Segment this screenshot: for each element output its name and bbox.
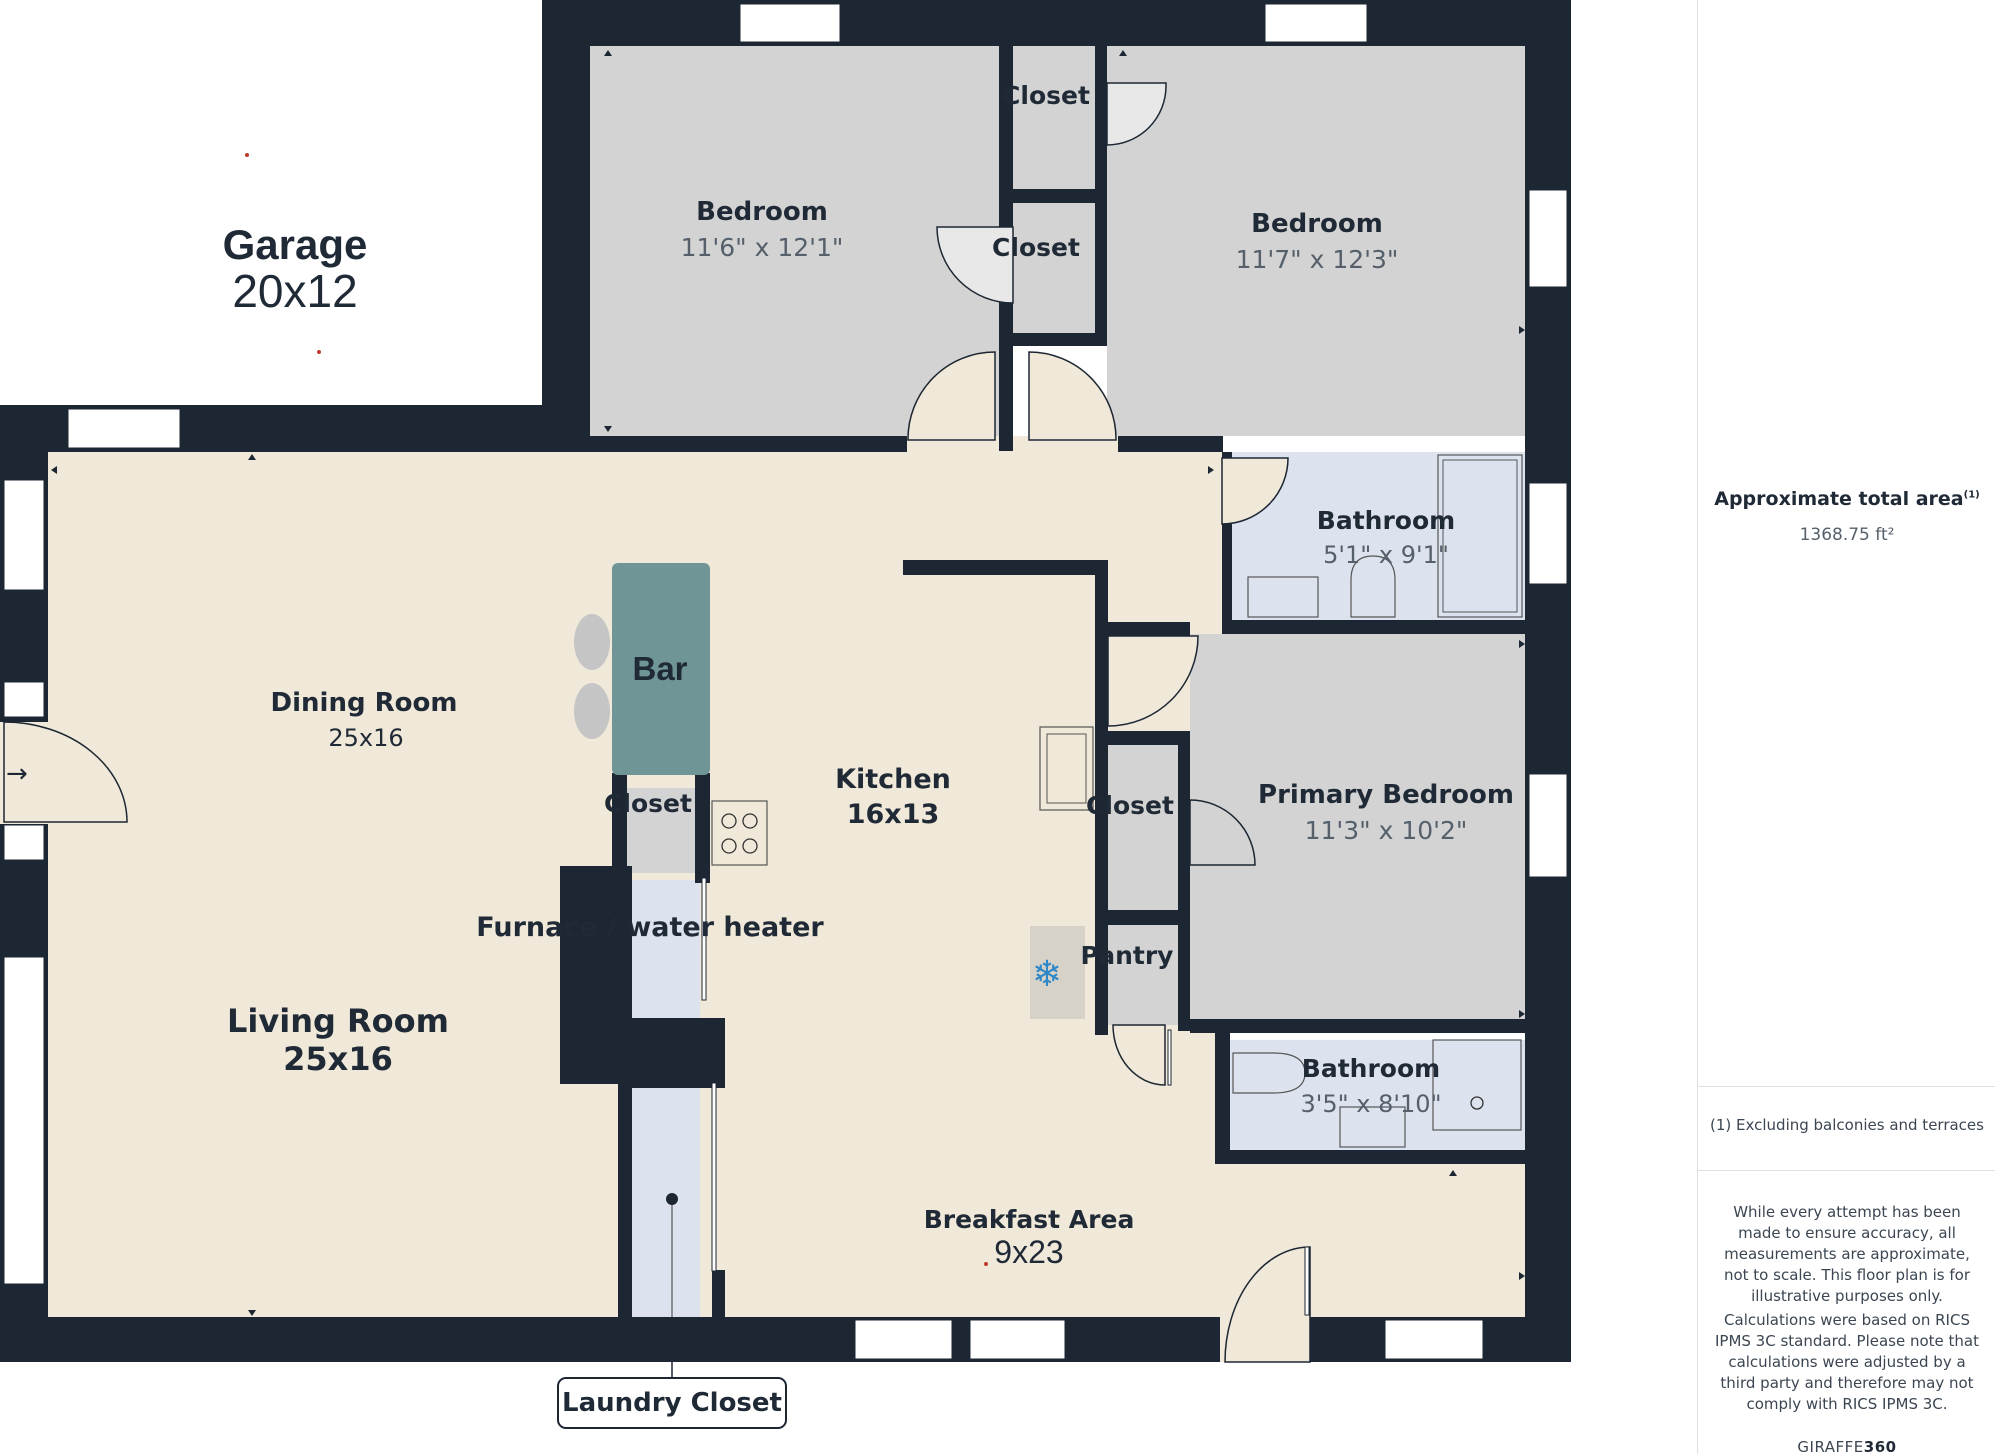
area-value: 1368.75 ft²	[1799, 525, 1895, 545]
living-room-size: 25x16	[283, 1040, 393, 1078]
bathtub	[1437, 454, 1523, 618]
fixtures: ❄	[574, 454, 1523, 1317]
brand-text: GIRAFFE	[1797, 1438, 1864, 1456]
garage-size: 20x12	[232, 265, 357, 317]
primary-bedroom-floor	[1190, 634, 1525, 1019]
info-sidebar: Approximate total area(1) 1368.75 ft² (1…	[1697, 0, 1995, 1456]
vanity	[1247, 576, 1319, 618]
area-title: Approximate total area(1)	[1698, 488, 1995, 510]
laundry-fixture	[666, 1193, 678, 1205]
bathroom-upper-size: 5'1" x 9'1"	[1323, 541, 1449, 569]
shower	[1432, 1039, 1522, 1131]
disclaimer-accuracy: While every attempt has been made to ens…	[1723, 1203, 1971, 1305]
bar-stool	[574, 614, 610, 670]
bedroom-left-size: 11'6" x 12'1"	[681, 233, 844, 262]
bathroom-upper-label: Bathroom	[1317, 506, 1455, 535]
refrigerator	[1030, 926, 1085, 1019]
garage-label: Garage	[223, 221, 368, 268]
closet-primary-floor	[1108, 745, 1190, 910]
laundry-closet-label: Laundry Closet	[562, 1388, 782, 1418]
bedroom-right-size: 11'7" x 12'3"	[1236, 245, 1399, 274]
closet-kitchen-floor	[625, 788, 695, 873]
sidebar-divider	[1698, 1086, 1995, 1087]
vanity	[1339, 1106, 1406, 1148]
doors	[0, 82, 1311, 1363]
snowflake-icon: ❄	[1032, 954, 1062, 995]
bedroom-right-floor	[1107, 46, 1525, 436]
closet-mid-floor	[1013, 203, 1095, 333]
bedroom-left-label: Bedroom	[696, 197, 828, 227]
laundry-closet-callout	[557, 1377, 787, 1429]
cooktop	[711, 800, 768, 866]
toilet	[1232, 1052, 1306, 1094]
closet-top-floor	[1013, 46, 1095, 189]
bathroom-lower-label: Bathroom	[1302, 1054, 1440, 1083]
dining-room-label: Dining Room	[271, 688, 458, 718]
brand-number: 360	[1863, 1438, 1897, 1456]
floor-plan: ❄ → Garage 20x12 Bedroom 1	[0, 0, 1571, 1429]
area-footnote-marker: (1)	[1963, 489, 1980, 501]
toilet	[1350, 555, 1396, 618]
kitchen-sink	[1039, 726, 1094, 811]
bedroom-left-floor	[586, 46, 999, 436]
primary-bedroom-size: 11'3" x 10'2"	[1305, 816, 1468, 845]
windows	[3, 3, 1568, 1360]
bar-counter	[612, 563, 710, 775]
area-title-text: Approximate total area	[1714, 488, 1964, 510]
closet-mid-label: Closet	[992, 233, 1080, 262]
closet-top-label: Closet	[1002, 81, 1090, 110]
room-labels: Garage 20x12 Bedroom 11'6" x 12'1" Bedro…	[223, 81, 1514, 1418]
bar-stool	[574, 683, 610, 739]
arrow-right-icon: →	[6, 759, 28, 789]
closet-primary-label: Closet	[1086, 791, 1174, 820]
dining-room-size: 25x16	[328, 724, 403, 752]
kitchen-size: 16x13	[847, 799, 940, 830]
disclaimer-calculation: Calculations were based on RICS IPMS 3C …	[1714, 1311, 1980, 1413]
bar-label: Bar	[632, 650, 687, 687]
living-room-label: Living Room	[227, 1002, 449, 1040]
bedroom-right-label: Bedroom	[1251, 209, 1383, 239]
pantry-label: Pantry	[1081, 941, 1174, 970]
laundry-floor	[632, 880, 700, 1317]
footnote: (1) Excluding balconies and terraces	[1710, 1116, 1984, 1134]
sidebar-divider	[1698, 1170, 1995, 1171]
kitchen-label: Kitchen	[835, 764, 951, 795]
pantry-floor	[1108, 925, 1190, 1025]
bathroom-lower-size: 3'5" x 8'10"	[1300, 1090, 1441, 1118]
closet-kitchen-label: Closet	[604, 789, 692, 818]
breakfast-area-label: Breakfast Area	[924, 1205, 1135, 1234]
furnace-label: Furnace / water heater	[476, 912, 824, 943]
primary-bedroom-label: Primary Bedroom	[1258, 780, 1514, 810]
dimension-markers	[51, 50, 1525, 1316]
brand-logo: GIRAFFE360	[1698, 1438, 1995, 1456]
breakfast-area-size: 9x23	[994, 1234, 1063, 1270]
